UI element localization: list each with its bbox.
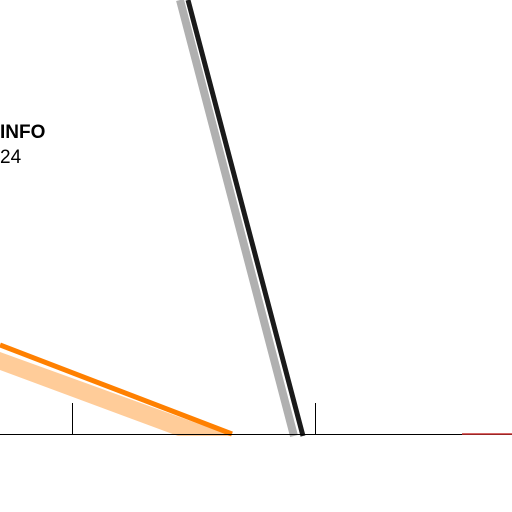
gray-road-casing [176,0,298,438]
orange-road-casing [0,352,232,436]
info-number-label: 24 [0,147,22,168]
info-label: INFO [0,122,46,143]
orange-road [0,342,233,437]
dark-road [185,0,306,437]
